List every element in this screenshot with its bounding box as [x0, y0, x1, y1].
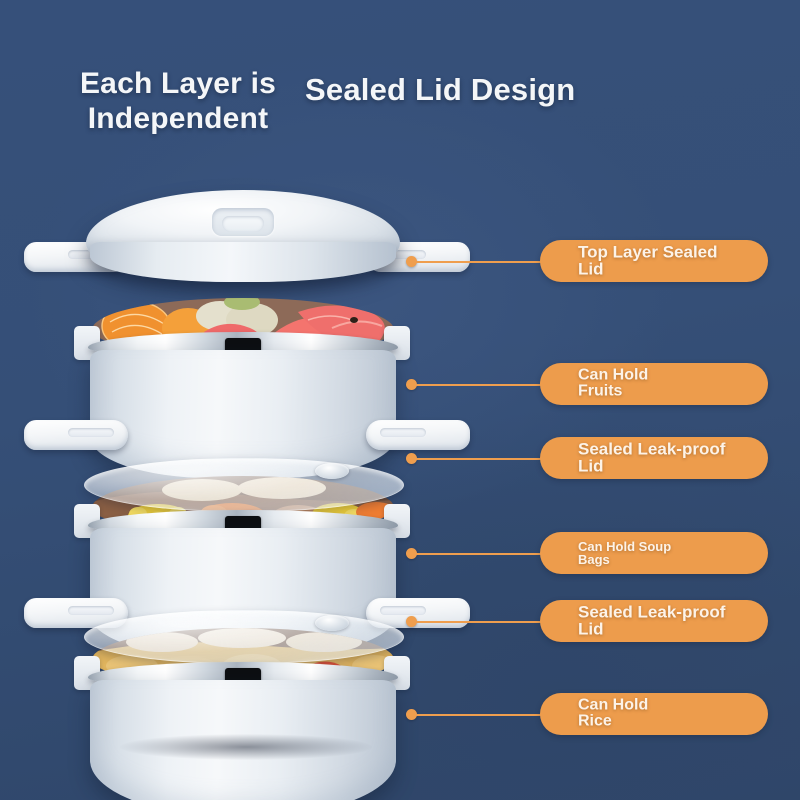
callout-can-hold-rice[interactable]: Can Hold Rice	[540, 693, 768, 735]
callout-label: Sealed Leak-proof Lid	[578, 439, 726, 476]
sealed-lid-rice	[84, 610, 404, 664]
callout-label: Sealed Leak-proof Lid	[578, 602, 726, 639]
callout-label: Top Layer Sealed Lid	[578, 242, 718, 279]
callout-can-hold-soup-bags[interactable]: Can Hold Soup Bags	[540, 532, 768, 574]
leader-line-3	[414, 458, 546, 460]
leader-dot-4	[406, 548, 417, 559]
vent-knob-soup	[315, 463, 349, 479]
leader-dot-3	[406, 453, 417, 464]
leader-dot-2	[406, 379, 417, 390]
leader-line-1	[414, 261, 546, 263]
callout-label: Can Hold Soup Bags	[578, 538, 672, 567]
sealed-lid-soup	[84, 458, 404, 512]
callout-label: Can Hold Fruits	[578, 366, 649, 400]
leader-line-4	[414, 553, 546, 555]
product-ground-shadow	[120, 734, 372, 760]
leader-line-2	[414, 384, 546, 386]
handle-fruit-left	[24, 420, 128, 450]
vent-knob-rice	[315, 615, 349, 631]
heading-each-layer-independent: Each Layer is Independent	[79, 67, 277, 136]
leader-line-5	[414, 621, 546, 623]
leader-line-6	[414, 714, 546, 716]
callout-top-layer-sealed-lid[interactable]: Top Layer Sealed Lid	[540, 240, 768, 282]
bowl-fruit-layer	[90, 350, 396, 478]
handle-fruit-right	[366, 420, 470, 450]
bowl-rice-layer	[90, 680, 396, 800]
leader-dot-1	[406, 256, 417, 267]
callout-label: Can Hold Rice	[578, 696, 649, 730]
callout-sealed-leak-proof-lid-1[interactable]: Sealed Leak-proof Lid	[540, 437, 768, 479]
top-lid-skirt	[90, 242, 396, 282]
lid-grip-handle	[212, 208, 274, 236]
heading-sealed-lid-design: Sealed Lid Design	[305, 72, 576, 107]
callout-can-hold-fruits[interactable]: Can Hold Fruits	[540, 363, 768, 405]
leader-dot-6	[406, 709, 417, 720]
callout-sealed-leak-proof-lid-2[interactable]: Sealed Leak-proof Lid	[540, 600, 768, 642]
product-illustration	[24, 186, 470, 800]
leader-dot-5	[406, 616, 417, 627]
